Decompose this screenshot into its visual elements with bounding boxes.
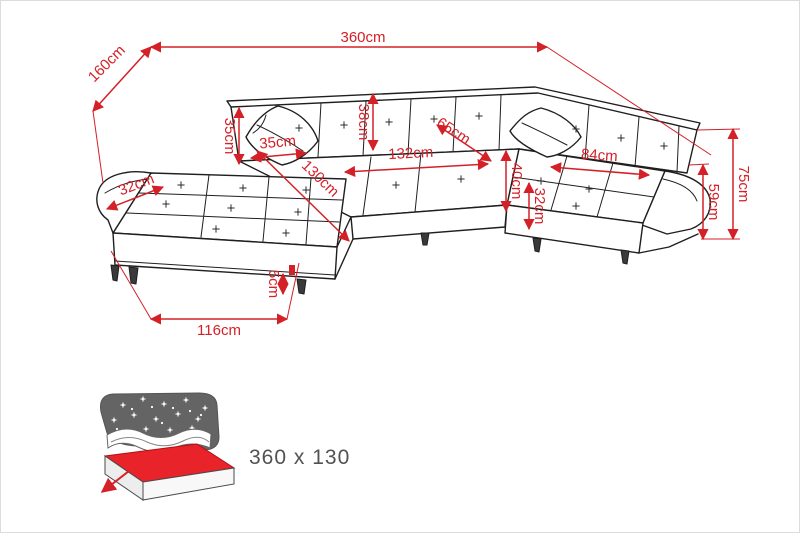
dim-line-left-depth (92, 46, 152, 112)
label-right-seat: 84cm (580, 146, 618, 166)
label-front-width: 116cm (197, 322, 241, 339)
label-backrest-height: 38cm (355, 104, 372, 141)
label-overall-width: 360cm (340, 29, 385, 46)
right-pillow (509, 107, 582, 158)
bed-base-front (142, 467, 235, 501)
dim-line-left-armrest (105, 185, 165, 211)
label-total-height: 75cm (735, 166, 752, 203)
right-base-edge (638, 233, 699, 254)
fabric-tag (289, 265, 295, 275)
label-pillow-height: 35cm (221, 118, 238, 155)
dim-line-right-seat (549, 162, 651, 180)
label-seat-height: 40cm (508, 163, 525, 200)
dim-line-corner-seat (436, 124, 492, 162)
bed-sheet-folds (106, 428, 212, 453)
label-armrest-height: 59cm (705, 184, 722, 221)
dimension-lines (92, 41, 741, 325)
sleeping-function-icon (100, 392, 236, 501)
right-armrest (641, 170, 711, 235)
right-armrest-crease (662, 178, 698, 202)
unfold-arrow (100, 470, 130, 493)
sofa-line-art (96, 86, 711, 295)
dim-line-middle-seat (343, 158, 490, 178)
label-pillow-width: 35cm (259, 132, 297, 152)
dim-line-chaise-length (256, 150, 350, 242)
label-right-front: 32cm (531, 188, 548, 225)
right-pillow-folds (521, 122, 568, 146)
left-chaise-piping (114, 260, 336, 276)
sofa-legs (110, 232, 630, 295)
label-middle-seat: 132cm (388, 144, 434, 163)
extension-lines (92, 46, 741, 320)
backrest-top-edge (226, 86, 701, 131)
bed-sheet-wave (110, 436, 210, 447)
sleeping-dimensions-label: 360 x 130 (249, 446, 350, 469)
label-leg-height: 5cm (265, 270, 282, 298)
